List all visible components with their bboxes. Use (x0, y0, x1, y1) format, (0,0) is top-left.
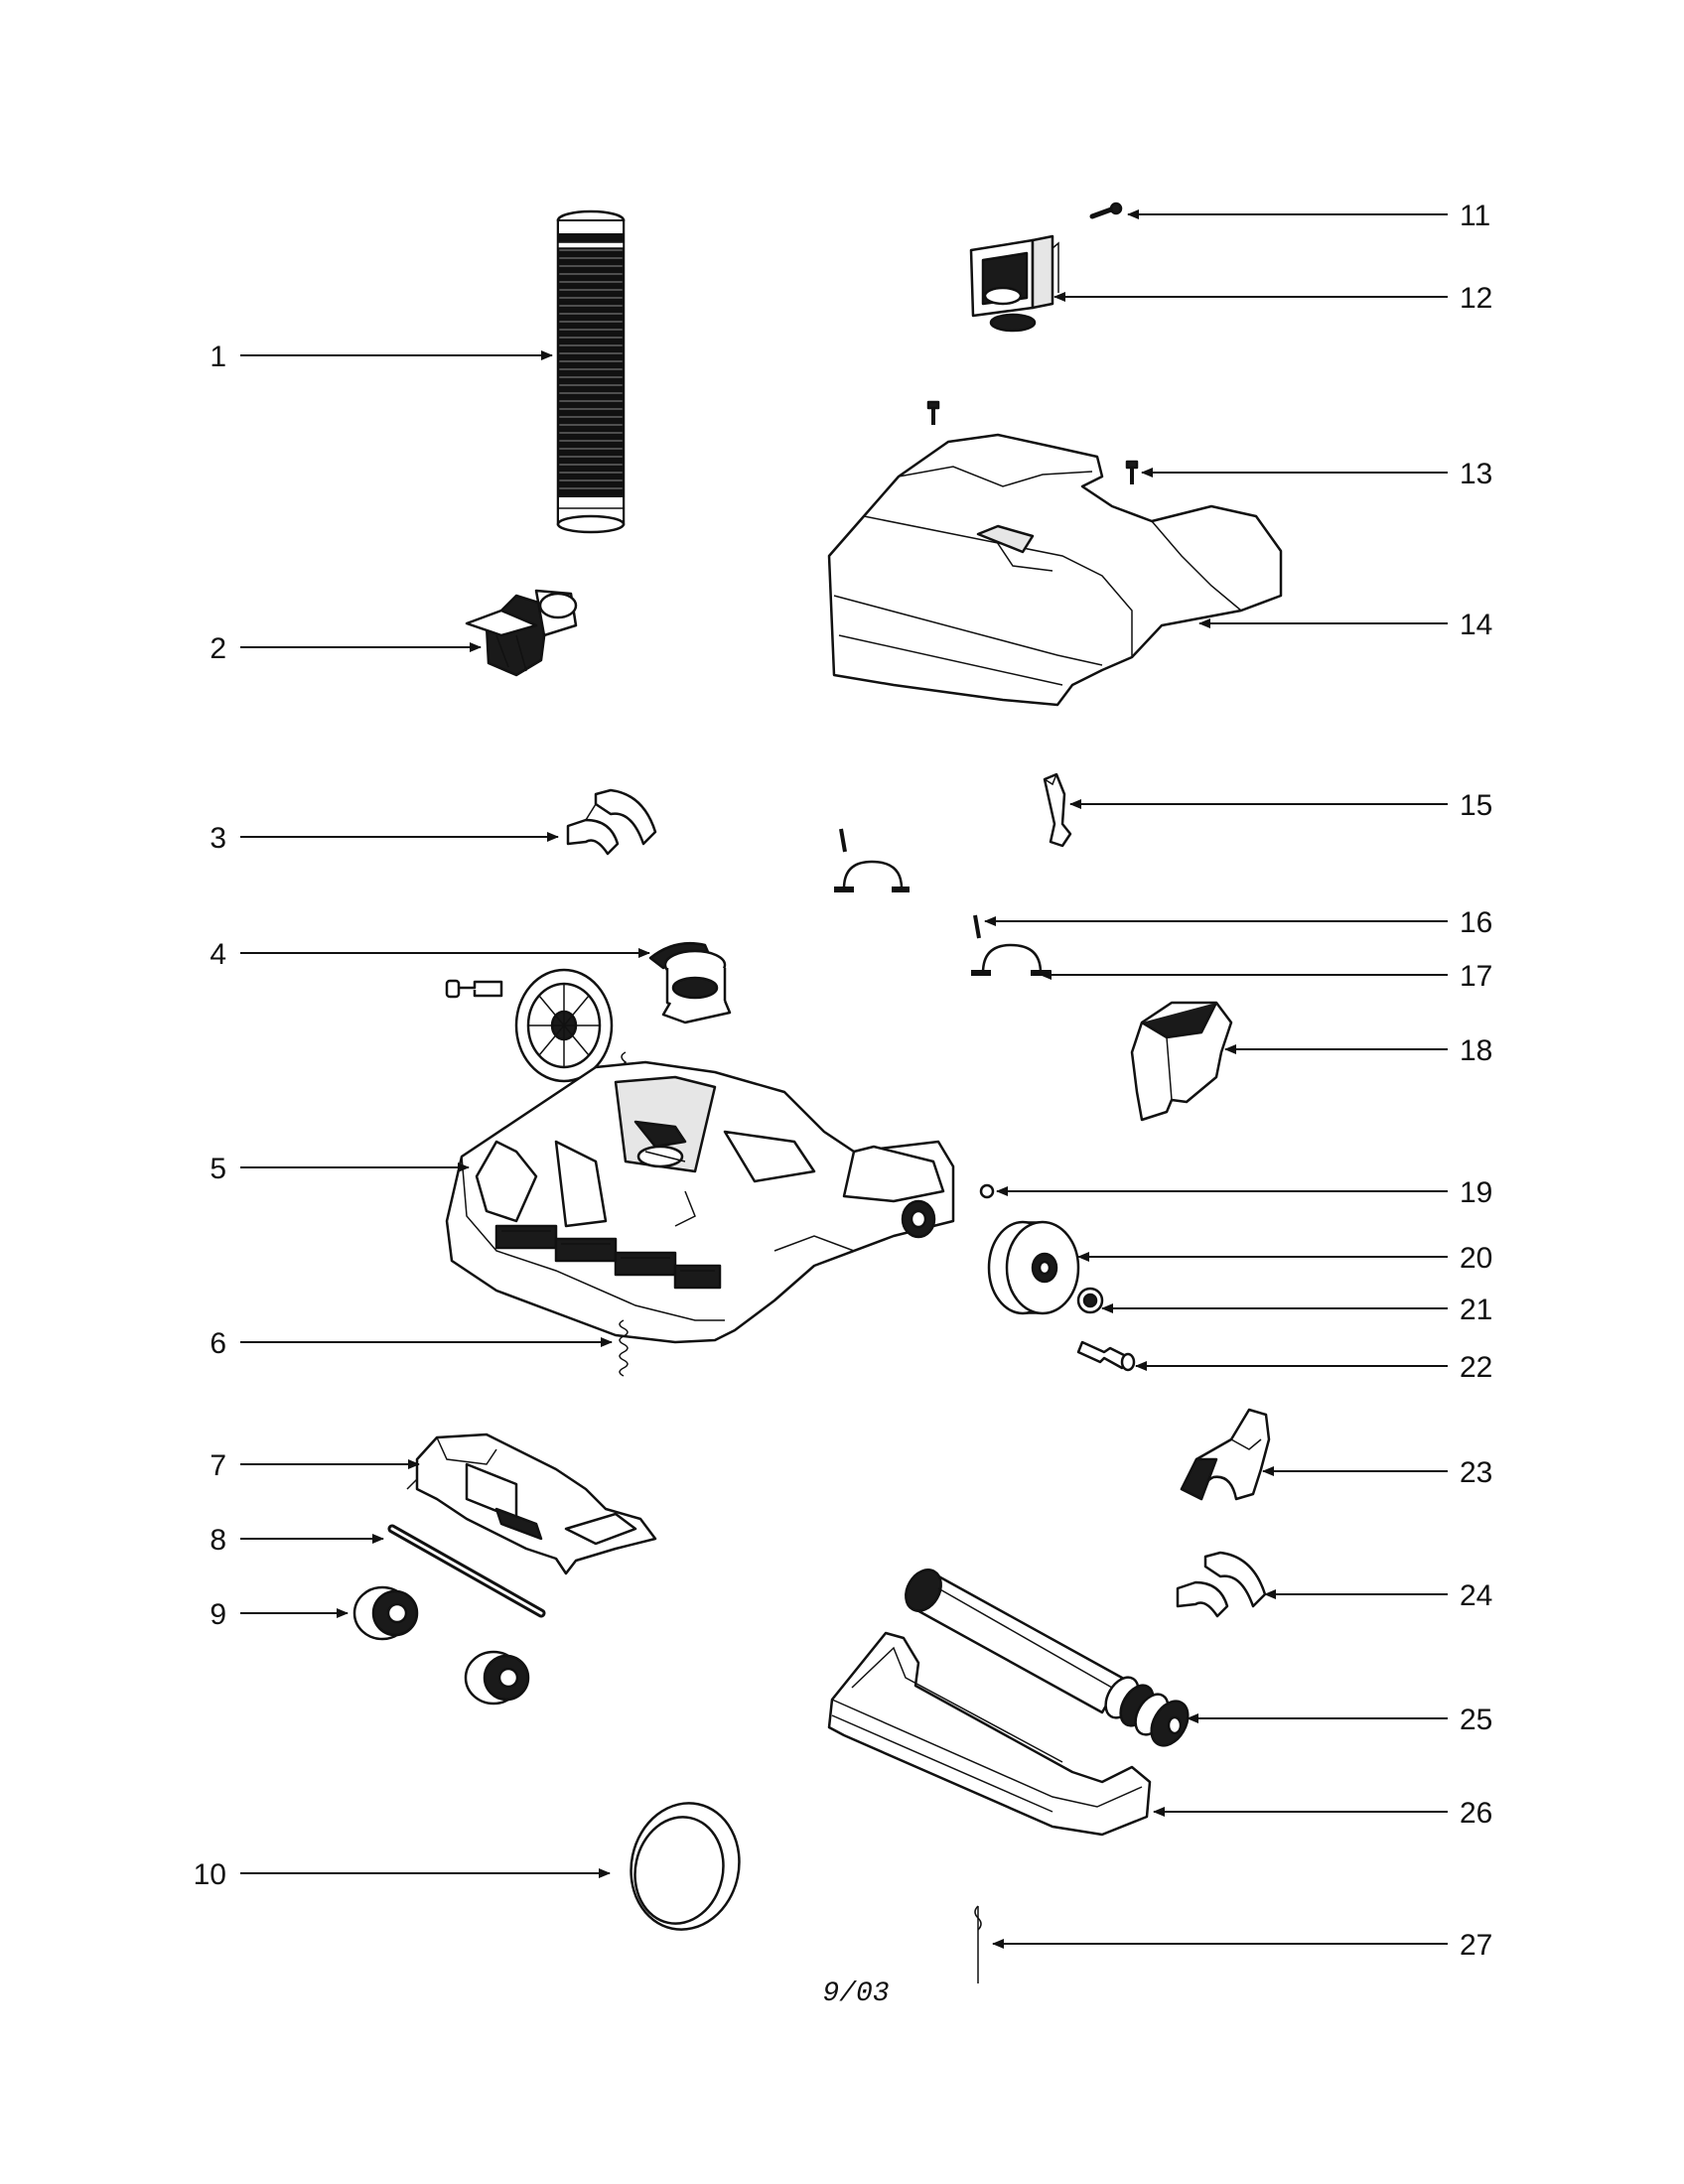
callout-21: 21 (1460, 1294, 1492, 1326)
callout-12: 12 (1460, 282, 1492, 315)
part-8-rod (387, 1524, 546, 1618)
part-2-adapter (465, 589, 578, 677)
part-14-hood (827, 433, 1283, 707)
callout-6: 6 (210, 1327, 226, 1360)
part-24-bracket (1176, 1551, 1267, 1618)
callout-7: 7 (210, 1449, 226, 1482)
part-12-latch-bracket (969, 234, 1059, 333)
part-22-axle (1076, 1340, 1136, 1372)
part-26-bumper (827, 1631, 1152, 1837)
callout-4: 4 (210, 938, 226, 971)
part-6-spring (619, 1319, 629, 1377)
part-9-rollers (352, 1585, 530, 1706)
callout-18: 18 (1460, 1034, 1492, 1067)
callout-25: 25 (1460, 1704, 1492, 1736)
part-27-pin (974, 1905, 982, 1983)
callout-8: 8 (210, 1524, 226, 1557)
date-code: 9/03 (822, 1979, 889, 2009)
callout-17: 17 (1460, 960, 1492, 993)
part-19-nut (979, 1183, 995, 1199)
callout-11: 11 (1460, 200, 1490, 232)
part-15-clip (1043, 772, 1072, 848)
callout-16: 16 (1460, 906, 1492, 939)
part-7-bottom-bracket (406, 1433, 657, 1575)
callout-19: 19 (1460, 1176, 1492, 1209)
leader-lines (240, 209, 1448, 1949)
part-18-cover (1130, 1001, 1233, 1122)
callout-22: 22 (1460, 1351, 1492, 1384)
callout-23: 23 (1460, 1456, 1492, 1489)
callout-15: 15 (1460, 789, 1492, 822)
callout-24: 24 (1460, 1579, 1492, 1612)
callout-5: 5 (210, 1153, 226, 1185)
part-5-base (445, 1060, 955, 1344)
part-3-bracket (566, 788, 657, 856)
callout-3: 3 (210, 822, 226, 855)
callout-20: 20 (1460, 1242, 1492, 1275)
rear-wheel-assembly (445, 968, 629, 1083)
callout-27: 27 (1460, 1929, 1492, 1962)
part-21-hub (1076, 1287, 1104, 1314)
part-23-bracket (1180, 1408, 1271, 1501)
part-4-swivel (648, 941, 732, 1024)
callout-14: 14 (1460, 609, 1492, 641)
callout-2: 2 (210, 632, 226, 665)
part-25-brush-roll (905, 1569, 1190, 1747)
part-16-17-straps (834, 828, 1051, 976)
callout-labels: 1 2 3 4 5 6 7 8 9 10 11 12 13 14 15 16 1… (194, 200, 1493, 1962)
callout-10: 10 (194, 1858, 226, 1891)
part-13-screws (926, 400, 1139, 484)
part-10-belt (630, 1802, 741, 1931)
part-1-hose (556, 209, 626, 534)
part-20-wheel (987, 1220, 1080, 1315)
callout-1: 1 (210, 341, 226, 373)
callout-13: 13 (1460, 458, 1492, 490)
callout-26: 26 (1460, 1797, 1492, 1830)
callout-9: 9 (210, 1598, 226, 1631)
part-11-screw (1089, 202, 1123, 219)
